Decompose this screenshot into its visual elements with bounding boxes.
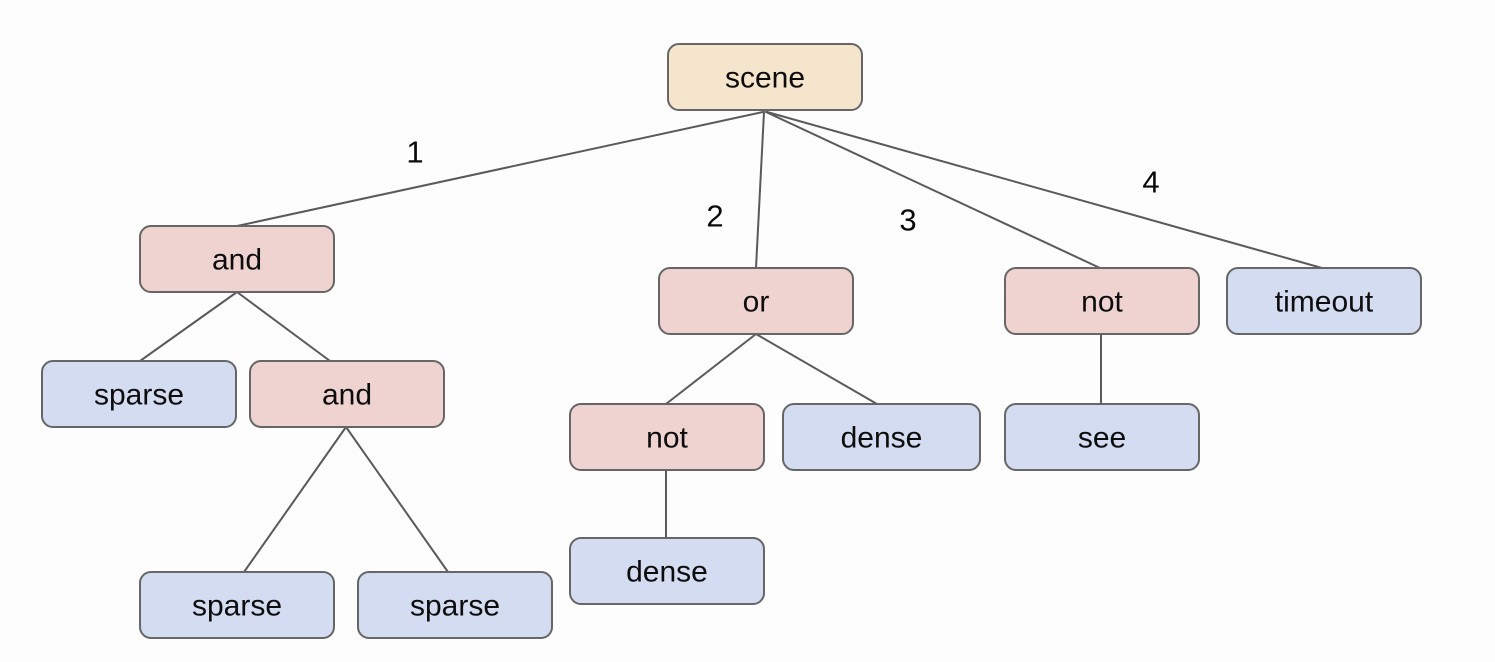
tree-edge: [766, 111, 1323, 269]
edge-label: 3: [899, 203, 916, 238]
node-label: not: [646, 422, 688, 455]
tree-edge: [243, 426, 347, 573]
node-label: scene: [725, 62, 805, 95]
node-box[interactable]: [1226, 267, 1422, 335]
edge-label: 1: [406, 135, 423, 170]
node-box[interactable]: [357, 571, 553, 639]
nodes-layer: scene and or not timeout sparse and not dense see…: [41, 43, 1422, 639]
edges-layer: [139, 111, 1323, 573]
node-box[interactable]: [249, 360, 445, 428]
tree-edge: [755, 333, 878, 405]
tree-node-see[interactable]: see: [1004, 403, 1200, 471]
node-label: or: [743, 286, 770, 319]
node-box[interactable]: [139, 571, 335, 639]
edge-label: 2: [706, 199, 723, 234]
node-label: see: [1078, 422, 1126, 455]
tree-edge: [665, 333, 757, 405]
node-label: sparse: [94, 379, 184, 412]
tree-edge: [765, 111, 1101, 269]
tree-node-sparse[interactable]: sparse: [357, 571, 553, 639]
tree-node-and[interactable]: and: [249, 360, 445, 428]
node-box[interactable]: [1004, 403, 1200, 471]
tree-node-sparse[interactable]: sparse: [41, 360, 237, 428]
node-box[interactable]: [569, 537, 765, 605]
tree-node-not[interactable]: not: [569, 403, 765, 471]
node-box[interactable]: [658, 267, 854, 335]
edge-labels-layer: 1 2 3 4: [406, 135, 1159, 238]
node-box[interactable]: [569, 403, 765, 471]
node-label: sparse: [192, 590, 282, 623]
node-box[interactable]: [1004, 267, 1200, 335]
edge-label: 4: [1142, 165, 1159, 200]
node-label: sparse: [410, 590, 500, 623]
node-label: dense: [626, 556, 708, 589]
node-label: dense: [841, 422, 923, 455]
tree-node-scene[interactable]: scene: [667, 43, 863, 111]
tree-node-timeout[interactable]: timeout: [1226, 267, 1422, 335]
tree-node-not[interactable]: not: [1004, 267, 1200, 335]
node-label: not: [1081, 286, 1123, 319]
tree-edge: [139, 291, 238, 362]
tree-edge: [236, 291, 331, 362]
tree-edge: [345, 426, 449, 573]
tree-node-and[interactable]: and: [139, 225, 335, 293]
node-label: timeout: [1275, 286, 1374, 319]
tree-node-dense[interactable]: dense: [569, 537, 765, 605]
tree-node-sparse[interactable]: sparse: [139, 571, 335, 639]
node-box[interactable]: [782, 403, 981, 471]
node-label: and: [322, 379, 372, 412]
node-box[interactable]: [139, 225, 335, 293]
tree-edge: [236, 111, 764, 227]
node-label: and: [212, 244, 262, 277]
node-box[interactable]: [41, 360, 237, 428]
tree-node-dense[interactable]: dense: [782, 403, 981, 471]
tree-node-or[interactable]: or: [658, 267, 854, 335]
tree-edge: [755, 111, 765, 269]
node-box[interactable]: [667, 43, 863, 111]
